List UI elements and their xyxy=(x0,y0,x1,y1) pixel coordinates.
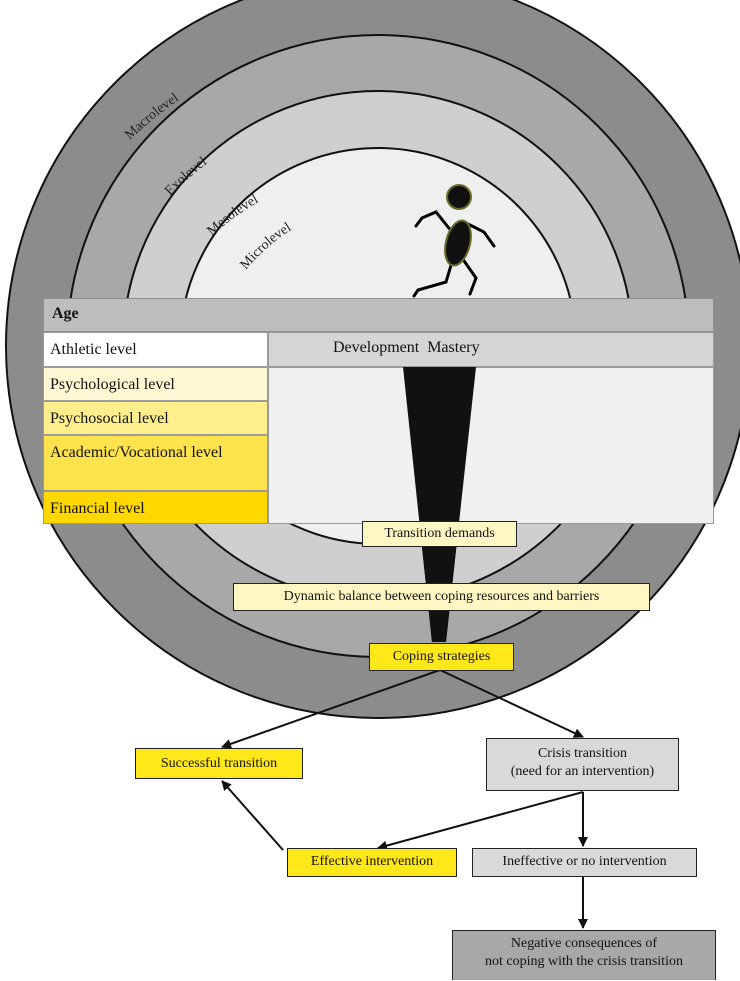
financial-level-cell: Financial level xyxy=(43,491,268,524)
effective-intervention-box: Effective intervention xyxy=(287,848,457,877)
successful-transition-box: Successful transition xyxy=(135,748,303,779)
running-figure-icon xyxy=(412,184,496,298)
development-mastery-header: Development Mastery xyxy=(268,332,714,367)
negative-consequences-box: Negative consequences of not coping with… xyxy=(452,930,716,980)
negative-line1: Negative consequences of xyxy=(510,936,658,951)
crisis-transition-line1: Crisis transition xyxy=(537,746,628,761)
transition-demands-box: Transition demands xyxy=(362,521,517,547)
psychosocial-level-cell: Psychosocial level xyxy=(43,401,268,435)
negative-line2: not coping with the crisis transition xyxy=(485,954,683,969)
arrow-effective-to-successful xyxy=(221,780,284,851)
psychological-level-cell: Psychological level xyxy=(43,367,268,401)
dynamic-balance-box: Dynamic balance between coping resources… xyxy=(233,583,650,611)
arrow-to-successful xyxy=(221,669,441,749)
crisis-transition-line2: (need for an intervention) xyxy=(510,764,655,779)
ineffective-intervention-box: Ineffective or no intervention xyxy=(472,848,697,877)
arrow-to-crisis xyxy=(439,669,584,738)
age-row: Age xyxy=(43,298,714,332)
arrow-crisis-to-effective xyxy=(377,791,584,851)
development-mastery-area xyxy=(268,367,714,524)
crisis-transition-box: Crisis transition (need for an intervent… xyxy=(486,738,679,791)
academic-vocational-level-cell: Academic/Vocational level xyxy=(43,435,268,491)
athletic-level-cell: Athletic level xyxy=(43,332,268,367)
coping-strategies-box: Coping strategies xyxy=(369,643,514,671)
